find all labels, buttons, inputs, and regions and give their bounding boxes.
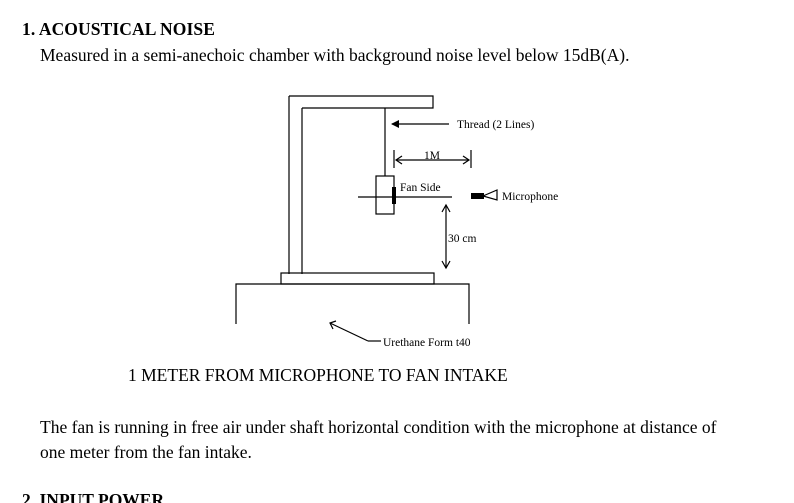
thread-label: Thread (2 Lines) [457, 119, 534, 131]
section-heading-acoustical-noise: 1. ACOUSTICAL NOISE [22, 19, 215, 39]
test-condition-paragraph: The fan is running in free air under sha… [40, 417, 717, 462]
microphone-cone [481, 189, 498, 201]
stand-post [288, 96, 303, 274]
fan-side-label: Fan Side [400, 182, 441, 194]
measurement-description: Measured in a semi-anechoic chamber with… [40, 45, 630, 65]
foam-block [235, 283, 470, 324]
section-heading-input-power: 2. INPUT POWER [22, 490, 165, 503]
microphone-body [471, 193, 484, 199]
diagram-caption: 1 METER FROM MICROPHONE TO FAN INTAKE [128, 365, 508, 385]
base-label: Urethane Form t40 [383, 337, 471, 349]
base-pointer-line [329, 322, 369, 342]
distance-arrow-left [394, 155, 403, 165]
distance-arrow-right [462, 155, 471, 165]
fan-body [375, 175, 395, 215]
height-arrow-bottom [441, 260, 451, 270]
height-arrow-top [441, 203, 451, 213]
microphone-label: Microphone [502, 191, 558, 203]
thread-pointer-arrowhead [391, 120, 399, 128]
fan-intake-mark [392, 187, 396, 204]
stand-foot [280, 272, 435, 285]
height-label: 30 cm [448, 233, 476, 245]
distance-label: 1M [424, 150, 440, 162]
base-pointer-arrowhead [329, 320, 337, 330]
stand-arm [289, 95, 434, 109]
